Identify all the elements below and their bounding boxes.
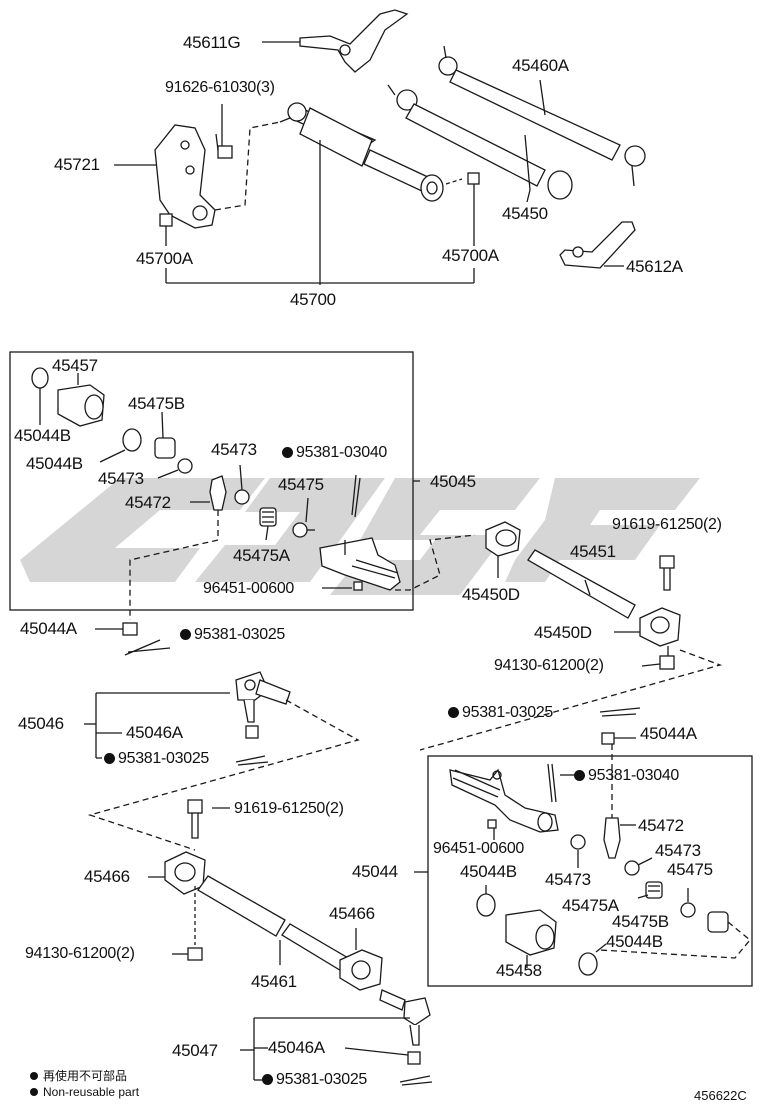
tie-rod-45450 [387,84,573,203]
label-45044: 45044 [352,862,398,881]
non-reusable-dot [104,753,115,764]
pitman-arm-45611g [299,9,409,73]
label-45612a: 45612A [626,257,683,276]
label-45044a-2: 45044A [640,724,697,743]
tube-45461 [197,875,286,937]
clamp-45450d-upper [485,521,521,557]
label-95381-03025-1: 95381-03025 [180,626,285,644]
label-94130-61200-2: 94130-61200(2) [25,945,135,962]
legend-dot [30,1088,38,1096]
label-45611g: 45611G [183,33,241,52]
non-reusable-dot [262,1074,273,1085]
tube-45451 [527,549,636,619]
label-45721: 45721 [54,155,100,174]
label-45473-2: 45473 [98,469,144,488]
label-45451: 45451 [570,542,616,561]
label-45473-1: 45473 [211,440,257,459]
label-91626-61030: 91626-61030(3) [165,79,275,96]
label-95381-03025-4: 95381-03025 [262,1071,367,1089]
label-45461: 45461 [251,972,297,991]
label-45475-1: 45475 [278,475,324,494]
label-91619-61250-2: 91619-61250(2) [234,800,344,817]
group-box-45044 [427,755,753,987]
tie-rod-45460a [438,45,646,187]
label-95381-03040-1: 95381-03040 [282,444,387,462]
non-reusable-dot [448,707,459,718]
tie-rod-end-45044 [449,768,559,833]
legend-en: Non-reusable part [30,1085,139,1099]
label-45475a-1: 45475A [233,546,290,565]
watermark-logo [20,478,700,595]
non-reusable-dot [282,447,293,458]
label-96451-00600-1: 96451-00600 [203,580,295,597]
label-45044b-2: 45044B [26,454,83,473]
label-45475b-1: 45475B [128,394,185,413]
tie-rod-end-45045 [319,537,401,591]
non-reusable-dot [574,770,585,781]
label-45045: 45045 [430,472,476,491]
label-95381-03040-2: 95381-03040 [574,767,679,785]
label-45472-2: 45472 [638,816,684,835]
label-45047: 45047 [172,1041,218,1060]
label-45044b-1: 45044B [14,426,71,445]
tie-rod-end-45047 [379,989,431,1046]
label-45475a-2: 45475A [562,896,619,915]
label-45472-1: 45472 [125,493,171,512]
label-45044a-1: 45044A [20,619,77,638]
label-45450: 45450 [502,204,548,223]
label-45458: 45458 [496,961,542,980]
label-45046a-2: 45046A [268,1038,325,1057]
label-96451-00600-2: 96451-00600 [433,840,525,857]
label-45700: 45700 [290,290,336,309]
label-45450d-1: 45450D [462,585,520,604]
label-45473-4: 45473 [545,870,591,889]
label-45046a-1: 45046A [126,723,183,742]
label-45046: 45046 [18,714,64,733]
label-45460a: 45460A [512,56,569,75]
tie-rod-end-45046 [235,671,291,723]
label-95381-03025-2: 95381-03025 [104,750,209,768]
label-45700a-right: 45700A [442,246,499,265]
legend-dot [30,1072,38,1080]
non-reusable-dot [180,629,191,640]
label-45475-2: 45475 [667,860,713,879]
clamp-45466-right [339,949,383,991]
label-45044b-4: 45044B [606,932,663,951]
label-45044b-3: 45044B [460,862,517,881]
label-45450d-2: 45450D [534,623,592,642]
label-45700a-left: 45700A [136,249,193,268]
idler-arm-45612a [559,221,636,269]
label-91619-61250-1: 91619-61250(2) [612,516,722,533]
label-94130-61200-1: 94130-61200(2) [494,657,604,674]
label-45457: 45457 [52,356,98,375]
label-45475b-2: 45475B [612,912,669,931]
steering-damper-45700 [279,102,444,202]
label-45466-right: 45466 [329,904,375,923]
label-45466-left: 45466 [84,867,130,886]
label-95381-03025-3: 95381-03025 [448,704,553,722]
clamp-45450d-lower [639,607,681,647]
label-45473-3: 45473 [655,841,701,860]
legend-jp: 再使用不可部品 [30,1069,127,1083]
diagram-code: 456622C [694,1088,747,1103]
